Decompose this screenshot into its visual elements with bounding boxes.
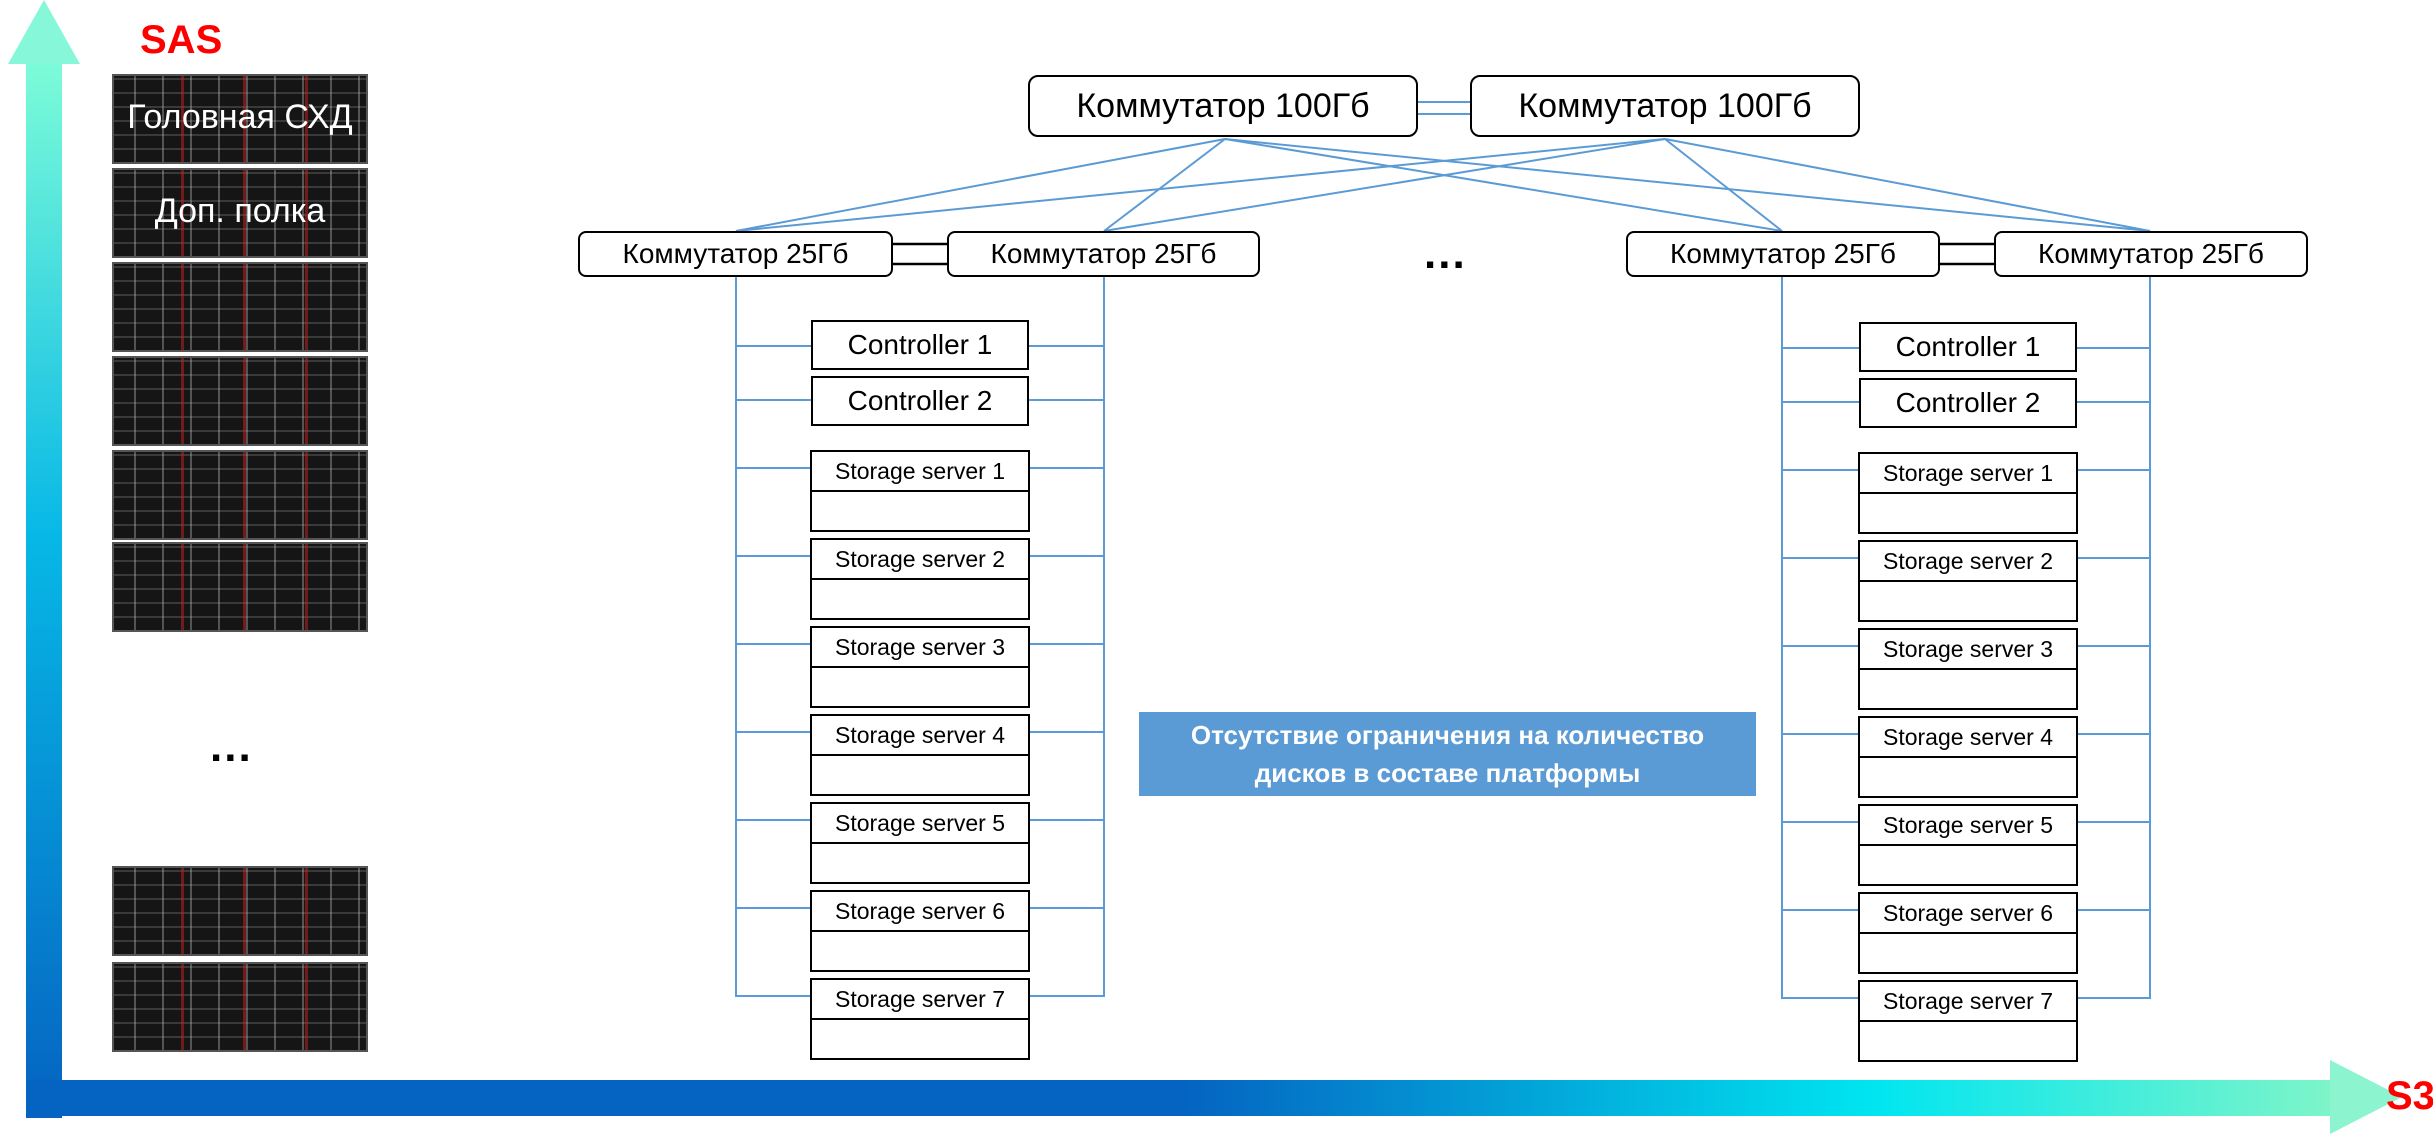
core-switch-1: Коммутатор 100Гб (1028, 75, 1418, 137)
cluster1-storage-server: Storage server 3 (810, 626, 1030, 708)
cluster2-storage-server: Storage server 2 (1858, 540, 2078, 622)
x-axis-arrowhead (2330, 1060, 2402, 1134)
cluster2-storage-server: Storage server 4 (1858, 716, 2078, 798)
storage-server-label: Storage server 6 (1860, 894, 2076, 934)
cluster1-switch-b: Коммутатор 25Гб (947, 231, 1260, 277)
cluster1-storage-server: Storage server 6 (810, 890, 1030, 972)
storage-server-label: Storage server 4 (1860, 718, 2076, 758)
cluster1-storage-server: Storage server 7 (810, 978, 1030, 1060)
cluster2-switch-b: Коммутатор 25Гб (1994, 231, 2308, 277)
cluster1-storage-server: Storage server 4 (810, 714, 1030, 796)
cluster1-storage-server: Storage server 2 (810, 538, 1030, 620)
cluster1-storage-server: Storage server 1 (810, 450, 1030, 532)
cluster2-storage-server: Storage server 1 (1858, 452, 2078, 534)
storage-server-label: Storage server 3 (812, 628, 1028, 668)
rack-unit (112, 962, 368, 1052)
cluster1-switch-a: Коммутатор 25Гб (578, 231, 893, 277)
rack-unit (112, 866, 368, 956)
storage-server-label: Storage server 7 (812, 980, 1028, 1020)
rack-unit-head: Головная СХД (112, 74, 368, 164)
cluster2-switch-a: Коммутатор 25Гб (1626, 231, 1940, 277)
cluster1-storage-server: Storage server 5 (810, 802, 1030, 884)
cluster2-storage-server: Storage server 7 (1858, 980, 2078, 1062)
rack-ellipsis: ... (210, 722, 253, 771)
clusters-ellipsis: ... (1424, 229, 1467, 278)
y-axis-shaft (26, 60, 62, 1118)
storage-server-label: Storage server 1 (812, 452, 1028, 492)
storage-server-label: Storage server 6 (812, 892, 1028, 932)
x-axis-shaft (26, 1080, 2336, 1116)
rack-unit-shelf: Доп. полка (112, 168, 368, 258)
x-axis-label: S3 (2386, 1074, 2433, 1118)
rack-label-head: Головная СХД (127, 98, 353, 136)
storage-server-label: Storage server 2 (812, 540, 1028, 580)
rack-label-shelf: Доп. полка (154, 192, 326, 230)
rack-unit (112, 450, 368, 540)
cluster1-controller-2: Controller 2 (811, 376, 1029, 426)
y-axis-arrowhead (8, 0, 80, 64)
storage-server-label: Storage server 5 (1860, 806, 2076, 846)
rack-unit (112, 542, 368, 632)
cluster2-storage-server: Storage server 6 (1858, 892, 2078, 974)
cluster2-controller-2: Controller 2 (1859, 378, 2077, 428)
info-banner: Отсутствие ограничения на количество дис… (1139, 712, 1756, 796)
cluster1-controller-1: Controller 1 (811, 320, 1029, 370)
cluster2-storage-server: Storage server 5 (1858, 804, 2078, 886)
cluster2-controller-1: Controller 1 (1859, 322, 2077, 372)
storage-server-label: Storage server 5 (812, 804, 1028, 844)
banner-line-2: дисков в составе платформы (1254, 758, 1641, 788)
banner-line-1: Отсутствие ограничения на количество (1190, 720, 1705, 750)
core-switch-2: Коммутатор 100Гб (1470, 75, 1860, 137)
storage-server-label: Storage server 1 (1860, 454, 2076, 494)
storage-server-label: Storage server 7 (1860, 982, 2076, 1022)
storage-server-label: Storage server 3 (1860, 630, 2076, 670)
y-axis-label: SAS (140, 18, 223, 62)
storage-server-label: Storage server 2 (1860, 542, 2076, 582)
rack-unit (112, 356, 368, 446)
storage-server-label: Storage server 4 (812, 716, 1028, 756)
rack-unit (112, 262, 368, 352)
cluster2-storage-server: Storage server 3 (1858, 628, 2078, 710)
